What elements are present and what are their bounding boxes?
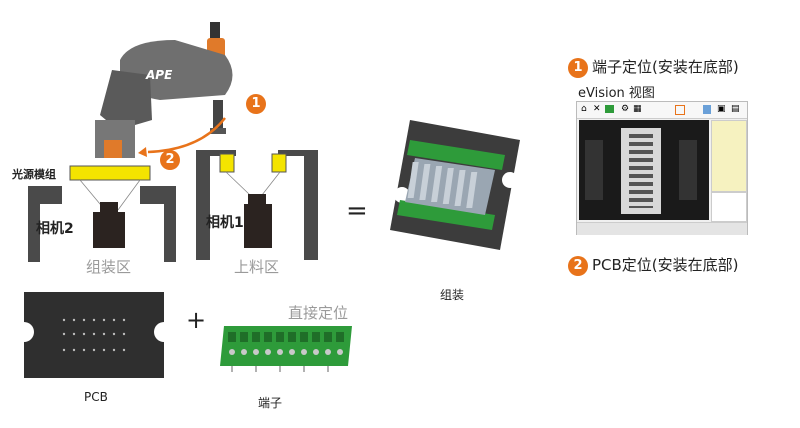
machine-schematic (28, 22, 318, 262)
camera1-label: 相机1 (206, 215, 244, 231)
home-icon[interactable]: ⌂ (581, 104, 587, 114)
settings-icon[interactable]: ⚙ (621, 104, 630, 114)
assembled-label: 组装 (440, 288, 465, 302)
loading-station (196, 150, 318, 260)
arrow-head (138, 147, 147, 157)
loading-zone-label: 上料区 (234, 258, 280, 276)
print-icon[interactable]: ▤ (731, 104, 740, 114)
evision-toolbar: ⌂ ✕ ⚙ ▦ ▣ ▤ (577, 102, 747, 119)
evision-image (579, 120, 709, 220)
evision-title: eVision 视图 (578, 86, 655, 101)
assembly-station (28, 165, 176, 262)
pcb-board (24, 292, 164, 378)
direct-positioning-label: 直接定位 (288, 304, 349, 322)
panel-icon[interactable] (703, 105, 711, 114)
step2-text: PCB定位(安装在底部) (592, 256, 739, 274)
scara-robot (95, 22, 233, 158)
chart-icon[interactable]: ▦ (633, 104, 642, 114)
plus-sign: + (186, 306, 207, 334)
motion-arrow (147, 117, 226, 154)
evision-view-window: ⌂ ✕ ⚙ ▦ ▣ ▤ (576, 101, 748, 235)
stop-icon[interactable] (675, 105, 685, 115)
camera-icon[interactable] (605, 105, 614, 113)
evision-side-panel (711, 120, 747, 192)
light-module-label: 光源模组 (12, 168, 56, 181)
assembly-zone-label: 组装区 (86, 258, 132, 276)
pcb-label: PCB (84, 390, 108, 404)
step2-marker: 2 (160, 150, 180, 170)
tools-icon[interactable]: ✕ (593, 104, 601, 114)
terminal-block (220, 326, 352, 372)
equals-sign: = (346, 196, 368, 226)
camera2-label: 相机2 (36, 221, 74, 237)
evision-status-bar (577, 222, 747, 235)
step2-badge: 2 (568, 256, 588, 276)
terminal-label: 端子 (258, 396, 283, 410)
robot-brand: APE (146, 68, 173, 82)
step1-marker: 1 (246, 94, 266, 114)
assembled-product (390, 120, 520, 250)
evision-side-controls (711, 192, 747, 222)
step1-text: 端子定位(安装在底部) (592, 58, 739, 76)
step1-badge: 1 (568, 58, 588, 78)
folder-icon[interactable]: ▣ (717, 104, 726, 114)
